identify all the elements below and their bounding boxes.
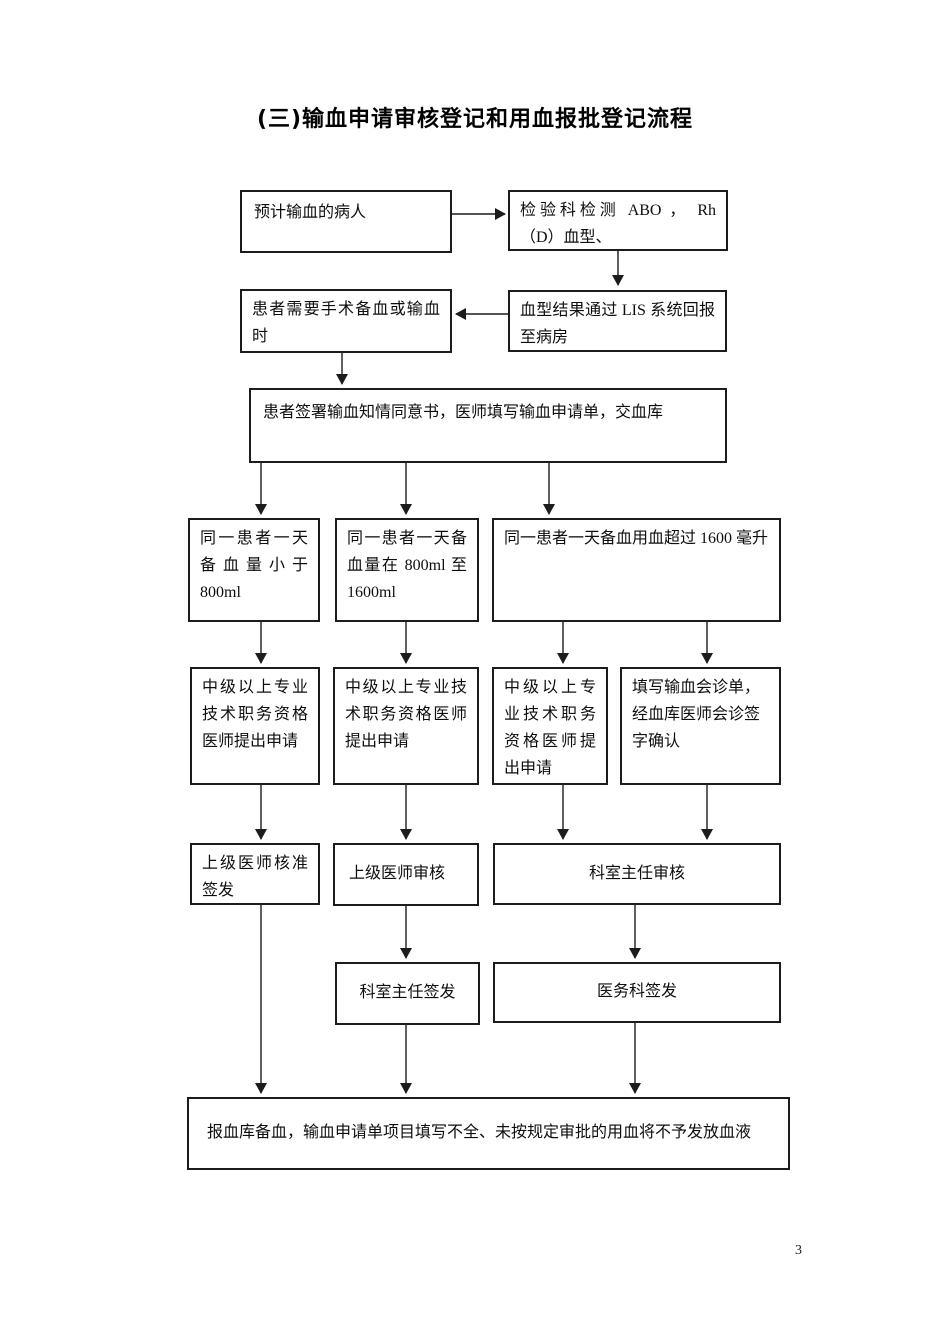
page-title: (三)输血申请审核登记和用血报批登记流程: [256, 107, 694, 132]
box-label: 同一患者一天备血量在 800ml 至 1600ml: [347, 530, 467, 601]
box-label: 血型结果通过 LIS 系统回报至病房: [520, 302, 715, 346]
predicted-patient-box: 预计输血的病人: [240, 190, 452, 253]
between-800-1600ml-box: 同一患者一天备血量在 800ml 至 1600ml: [335, 518, 479, 622]
box-label: 中级以上专业技术职务资格医师提出申请: [202, 679, 308, 750]
box-label: 同一患者一天备血用血超过 1600 毫升: [504, 530, 769, 547]
box-label: 医务科签发: [596, 983, 677, 1001]
box-label: 中级以上专业技术职务资格医师提出申请: [345, 679, 467, 750]
box-label: 预计输血的病人: [254, 204, 367, 221]
mid-level-physician-apply-box-3: 中级以上专业技术职务资格医师提出申请: [492, 667, 608, 785]
box-label: 同一患者一天备血量小于 800ml: [200, 530, 308, 601]
box-label: 中级以上专业技术职务资格医师提出申请: [504, 679, 596, 777]
consent-and-application-box: 患者签署输血知情同意书，医师填写输血申请单，交血库: [249, 388, 727, 463]
box-label: 报血库备血，输血申请单项目填写不全、未按规定审批的用血将不予发放血液: [207, 1124, 752, 1142]
box-label: 上级医师核准签发: [202, 855, 308, 899]
blood-bank-release-rule-box: 报血库备血，输血申请单项目填写不全、未按规定审批的用血将不予发放血液: [187, 1097, 790, 1170]
department-director-sign-box: 科室主任签发: [335, 962, 480, 1025]
senior-physician-review-box: 上级医师审核: [333, 843, 479, 906]
mid-level-physician-apply-box-2: 中级以上专业技术职务资格医师提出申请: [333, 667, 479, 785]
lab-blood-typing-box: 检验科检测 ABO ， Rh（D）血型、: [508, 190, 728, 251]
box-label: 患者需要手术备血或输血时: [252, 301, 440, 345]
under-800ml-box: 同一患者一天备血量小于 800ml: [188, 518, 320, 622]
box-label: 患者签署输血知情同意书，医师填写输血申请单，交血库: [263, 404, 664, 421]
senior-physician-approve-sign-box: 上级医师核准签发: [190, 843, 320, 905]
over-1600ml-box: 同一患者一天备血用血超过 1600 毫升: [492, 518, 781, 622]
mid-level-physician-apply-box-1: 中级以上专业技术职务资格医师提出申请: [190, 667, 320, 785]
lis-report-box: 血型结果通过 LIS 系统回报至病房: [508, 290, 727, 352]
box-label: 科室主任审核: [588, 864, 685, 882]
box-label: 检验科检测 ABO ， Rh（D）血型、: [520, 202, 716, 246]
box-label: 填写输血会诊单，经血库医师会诊签字确认: [632, 679, 761, 750]
department-director-review-box: 科室主任审核: [493, 843, 781, 905]
box-label: 科室主任签发: [359, 984, 456, 1002]
page-number: 3: [795, 1243, 802, 1258]
box-label: 上级医师审核: [349, 865, 446, 883]
medical-affairs-sign-box: 医务科签发: [493, 962, 781, 1023]
consultation-form-box: 填写输血会诊单，经血库医师会诊签字确认: [620, 667, 781, 785]
surgery-blood-prep-box: 患者需要手术备血或输血时: [240, 289, 452, 353]
